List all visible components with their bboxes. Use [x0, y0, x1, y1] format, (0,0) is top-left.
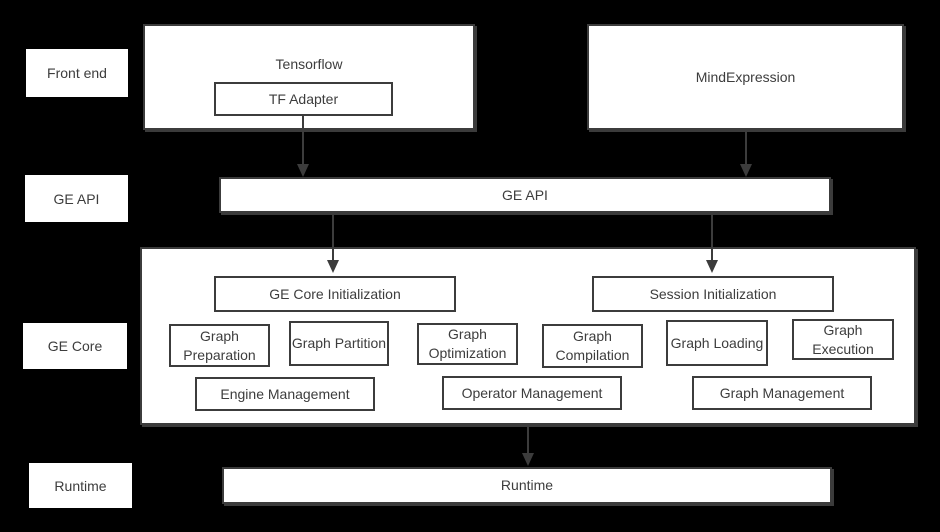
tf-adapter-label: TF Adapter: [268, 90, 339, 107]
arrow-tf-adapter-to-ge-api: [297, 114, 309, 177]
stage-label: Graph Loading: [670, 334, 764, 351]
arrow-ge-api-to-session-initialization: [706, 213, 718, 273]
arrow-head-icon: [522, 453, 534, 466]
arrow-head-icon: [740, 164, 752, 177]
ge-core-box: GE Core Initialization Session Initializ…: [140, 247, 916, 425]
mindexpression-box: MindExpression: [587, 24, 904, 130]
stage-box-graph-preparation: Graph Preparation: [169, 324, 270, 367]
arrow-head-icon: [327, 260, 339, 273]
arrow-shaft: [745, 130, 747, 166]
engine-management-box: Engine Management: [195, 377, 375, 411]
arrow-head-icon: [297, 164, 309, 177]
operator-management-box: Operator Management: [442, 376, 622, 410]
session-initialization-label: Session Initialization: [649, 285, 777, 302]
row-label-front-end: Front end: [26, 49, 128, 97]
stage-box-graph-optimization: Graph Optimization: [417, 323, 518, 365]
tensorflow-label: Tensorflow: [275, 56, 343, 72]
stage-box-graph-partition: Graph Partition: [289, 321, 389, 366]
runtime-bar-label: Runtime: [500, 477, 554, 494]
row-label-runtime: Runtime: [29, 463, 132, 508]
runtime-bar: Runtime: [222, 467, 832, 504]
graph-management-label: Graph Management: [719, 384, 845, 401]
row-label-runtime-text: Runtime: [54, 477, 107, 494]
stage-label: Graph Execution: [812, 321, 874, 357]
tensorflow-box: Tensorflow TF Adapter: [143, 24, 475, 130]
row-label-ge-api-text: GE API: [53, 190, 100, 207]
stage-box-graph-execution: Graph Execution: [792, 319, 894, 360]
arrow-head-icon: [706, 260, 718, 273]
arrow-ge-core-to-runtime: [522, 425, 534, 466]
stage-label: Graph Compilation: [555, 328, 630, 363]
stage-label: Graph Optimization: [428, 326, 507, 361]
arrow-shaft: [302, 114, 304, 166]
operator-management-label: Operator Management: [461, 384, 603, 401]
stage-box-graph-compilation: Graph Compilation: [542, 324, 643, 368]
ge-api-bar: GE API: [219, 177, 831, 213]
row-label-ge-api: GE API: [25, 175, 128, 222]
arrow-shaft: [711, 213, 713, 262]
ge-core-initialization-label: GE Core Initialization: [269, 285, 401, 302]
engine-management-label: Engine Management: [220, 385, 350, 402]
stage-label: Graph Preparation: [183, 327, 256, 363]
tf-adapter-box: TF Adapter: [214, 82, 393, 116]
stage-box-graph-loading: Graph Loading: [666, 320, 768, 366]
ge-core-initialization-box: GE Core Initialization: [214, 276, 456, 312]
arrow-shaft: [527, 425, 529, 455]
row-label-front-end-text: Front end: [47, 65, 107, 81]
row-label-ge-core-text: GE Core: [47, 338, 103, 354]
stage-label: Graph Partition: [291, 335, 387, 352]
arrow-shaft: [332, 213, 334, 262]
arrow-ge-api-to-ge-core-initialization: [327, 213, 339, 273]
mindexpression-label: MindExpression: [695, 68, 796, 85]
graph-management-box: Graph Management: [692, 376, 872, 410]
arrow-mindexpression-to-ge-api: [740, 130, 752, 177]
session-initialization-box: Session Initialization: [592, 276, 834, 312]
ge-api-bar-label: GE API: [502, 186, 548, 203]
row-label-ge-core: GE Core: [23, 323, 127, 369]
